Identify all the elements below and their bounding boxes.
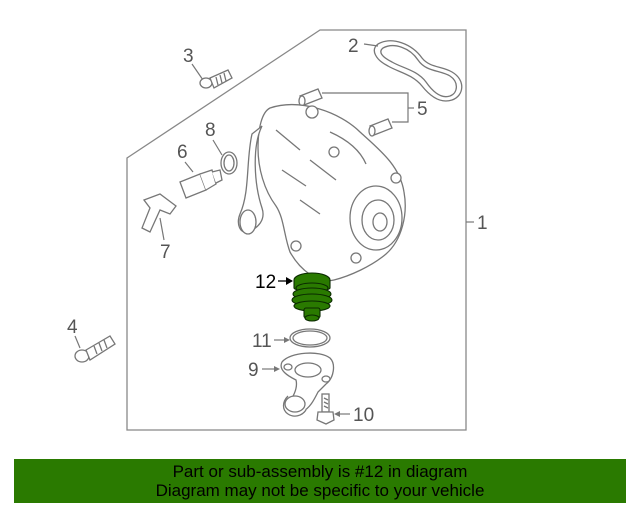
callout-1[interactable]: 1 bbox=[477, 213, 488, 234]
leader-line-8 bbox=[212, 139, 223, 156]
callout-9[interactable]: 9 bbox=[248, 360, 259, 381]
info-banner: Part or sub-assembly is #12 in diagram D… bbox=[14, 459, 626, 503]
bracket-part-7[interactable] bbox=[141, 193, 177, 233]
thermostat-housing-part-9[interactable] bbox=[280, 352, 335, 417]
callout-8[interactable]: 8 bbox=[205, 120, 216, 141]
banner-line-1: Part or sub-assembly is #12 in diagram bbox=[172, 462, 468, 481]
arrow-10 bbox=[334, 411, 340, 417]
bolt-part-10[interactable] bbox=[316, 393, 335, 425]
callout-4[interactable]: 4 bbox=[67, 317, 78, 338]
assembly-outline bbox=[126, 29, 467, 431]
bolt-part-3[interactable] bbox=[199, 69, 233, 89]
leader-line-7 bbox=[159, 217, 165, 241]
leader-line-3 bbox=[191, 63, 204, 81]
thermostat-part-12[interactable] bbox=[291, 272, 333, 322]
gasket-part-2[interactable] bbox=[373, 40, 463, 102]
callout-10[interactable]: 10 bbox=[353, 405, 374, 426]
callout-7[interactable]: 7 bbox=[160, 242, 171, 263]
water-pump-housing[interactable] bbox=[237, 104, 406, 282]
o-ring-part-11[interactable] bbox=[289, 328, 331, 348]
o-ring-part-8[interactable] bbox=[220, 151, 238, 175]
sensor-part-6[interactable] bbox=[179, 169, 223, 199]
arrow-12 bbox=[286, 277, 293, 285]
callout-11[interactable]: 11 bbox=[252, 331, 272, 352]
leader-line-2 bbox=[363, 43, 379, 47]
callout-3[interactable]: 3 bbox=[183, 46, 194, 67]
arrow-9 bbox=[274, 366, 280, 372]
leader-line-6 bbox=[184, 161, 194, 173]
dowel-pins-part-5[interactable] bbox=[298, 88, 393, 137]
callout-12[interactable]: 12 bbox=[255, 272, 276, 293]
arrow-11 bbox=[284, 337, 290, 343]
bolt-part-4[interactable] bbox=[74, 335, 116, 363]
leader-line-4 bbox=[74, 335, 81, 349]
banner-line-2: Diagram may not be specific to your vehi… bbox=[155, 481, 485, 500]
callout-5[interactable]: 5 bbox=[417, 99, 428, 120]
callout-2[interactable]: 2 bbox=[348, 36, 359, 57]
callout-6[interactable]: 6 bbox=[177, 142, 188, 163]
